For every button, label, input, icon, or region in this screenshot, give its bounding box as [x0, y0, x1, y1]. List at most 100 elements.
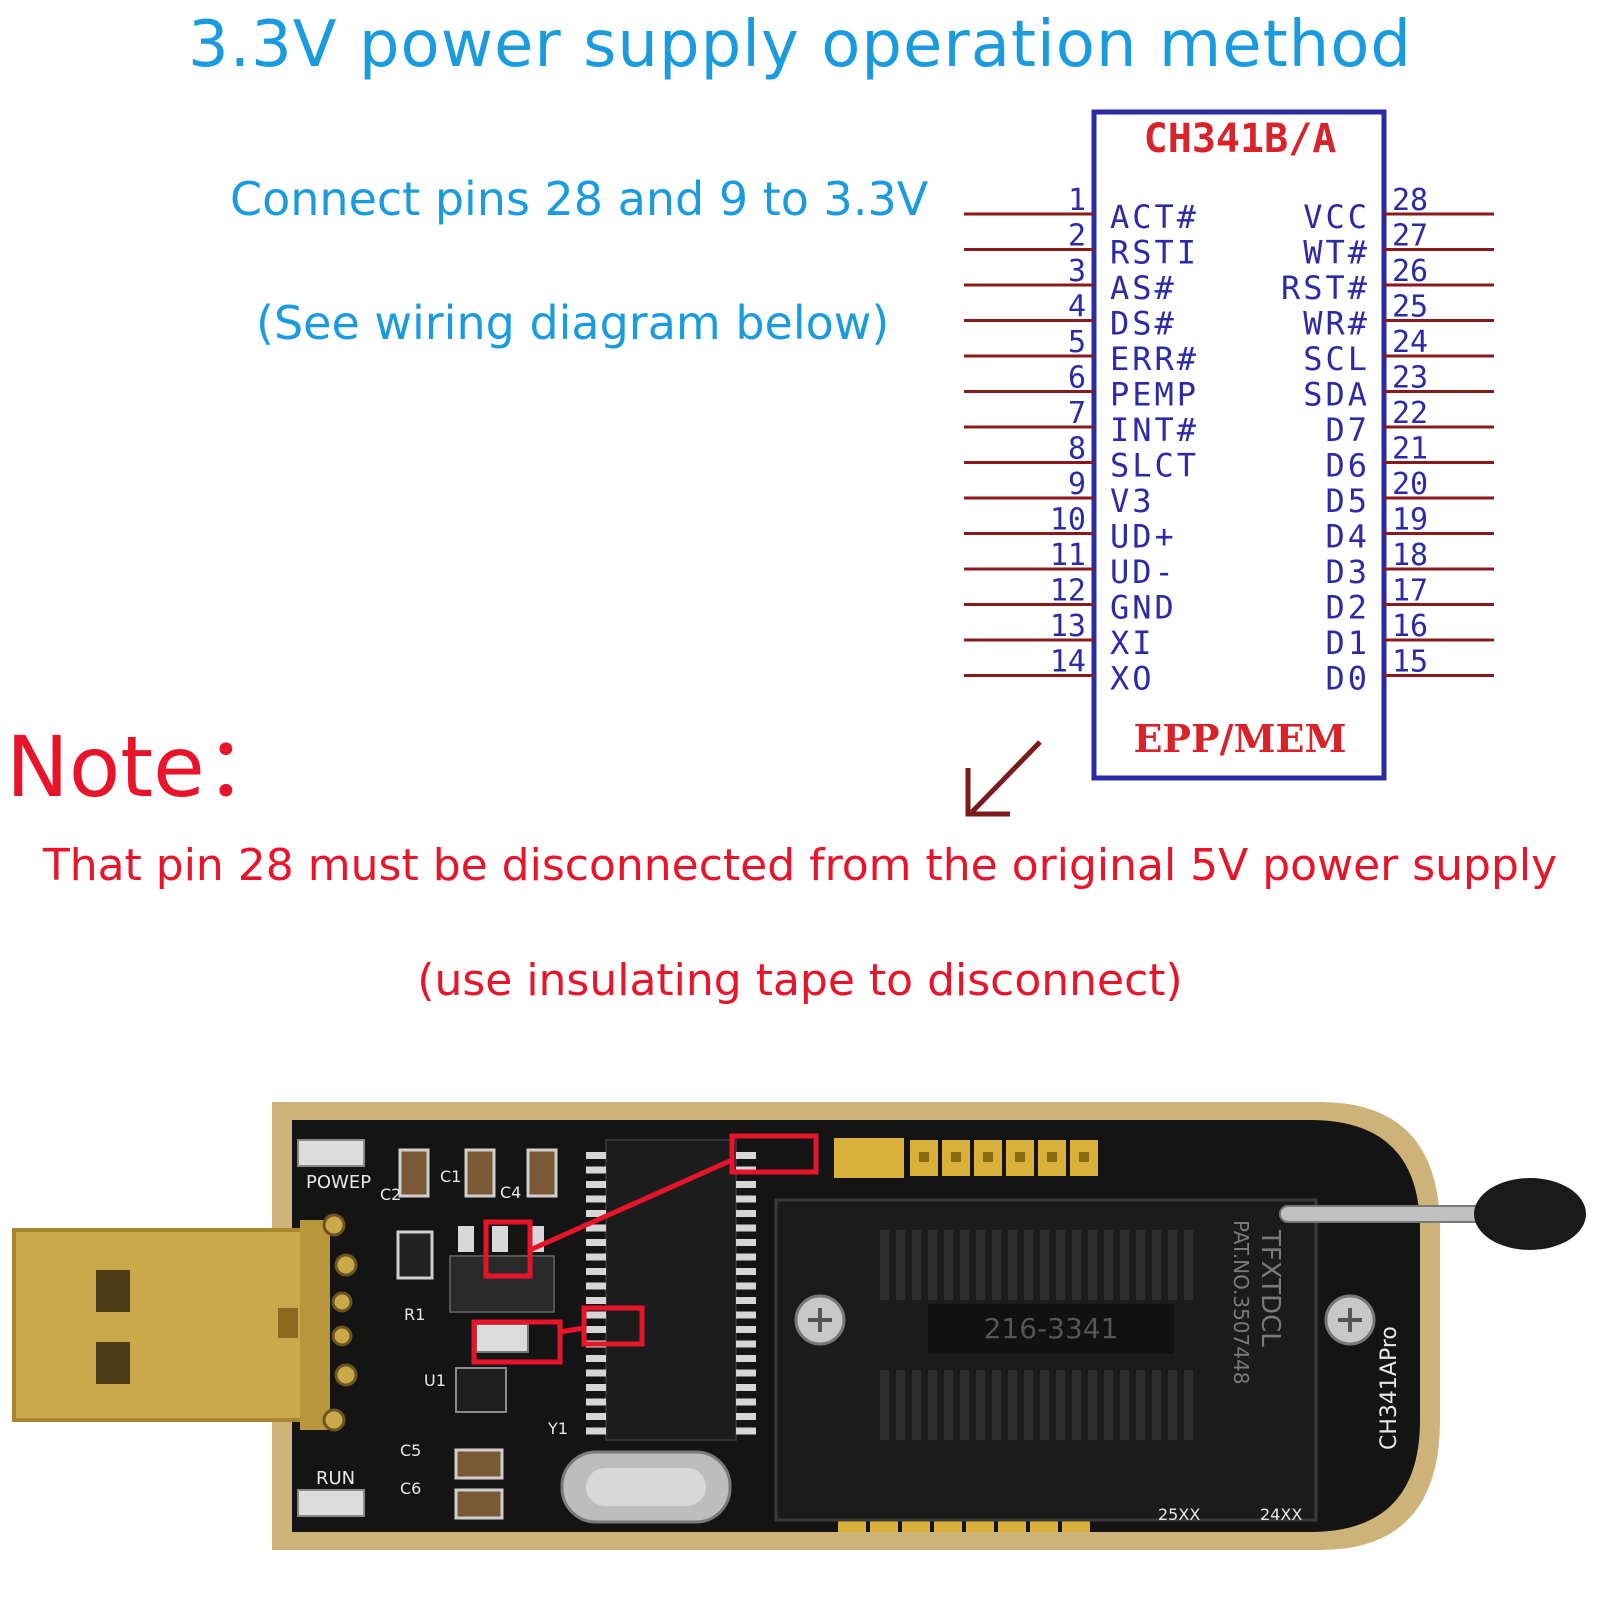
silk-power: POWEP — [306, 1172, 371, 1193]
chip-leg — [586, 1369, 606, 1377]
silk-c1: C1 — [440, 1167, 461, 1186]
header-pin-hole — [1047, 1152, 1057, 1162]
voltage-regulator — [449, 1255, 555, 1313]
silk-24xx: 24XX — [1260, 1505, 1302, 1524]
chip-leg — [736, 1195, 756, 1203]
left-pin-number-4: 4 — [1068, 290, 1086, 325]
left-pin-number-13: 13 — [1050, 609, 1086, 644]
resistor-r1 — [396, 1230, 434, 1280]
jumper — [834, 1138, 904, 1178]
right-pin-label-24: SCL — [1303, 340, 1370, 378]
run-led — [297, 1489, 365, 1517]
header-pin-hole — [951, 1152, 961, 1162]
note-subtext: (use insulating tape to disconnect) — [417, 955, 1183, 1006]
chip-leg — [586, 1413, 606, 1420]
arrow-down-left-icon — [965, 740, 1042, 817]
left-pin-label-1: ACT# — [1110, 198, 1199, 236]
zif-slot — [880, 1370, 889, 1440]
right-pin-number-19: 19 — [1392, 503, 1428, 538]
zif-slot — [1024, 1370, 1033, 1440]
chip-leg — [586, 1398, 606, 1406]
silk-brand: TFXTDCL — [1255, 1229, 1285, 1347]
header-pin-hole — [1015, 1152, 1025, 1162]
chip-leg — [586, 1355, 606, 1362]
silk-socket-number: 216-3341 — [984, 1312, 1119, 1345]
zif-slot — [960, 1370, 969, 1440]
chip-leg — [586, 1253, 606, 1261]
zif-slot — [928, 1370, 937, 1440]
left-pin-label-5: ERR# — [1110, 340, 1199, 378]
silk-patent: PAT.NO.3507448 — [1229, 1220, 1253, 1384]
chip-leg — [736, 1152, 756, 1159]
chip-leg — [736, 1224, 756, 1232]
left-pin-label-3: AS# — [1110, 269, 1177, 307]
chip-leg — [736, 1210, 756, 1217]
chip-leg — [586, 1152, 606, 1159]
silk-c6: C6 — [400, 1479, 421, 1498]
chip-leg — [586, 1282, 606, 1290]
left-pin-number-3: 3 — [1068, 254, 1086, 289]
zif-slot — [1024, 1230, 1033, 1300]
small-chip-u1 — [455, 1367, 507, 1413]
left-pin-label-7: INT# — [1110, 411, 1199, 449]
left-pin-number-5: 5 — [1068, 325, 1086, 360]
zif-slot — [1072, 1230, 1081, 1300]
left-pin-number-11: 11 — [1050, 538, 1086, 573]
zif-slot — [912, 1230, 921, 1300]
usb-connector — [12, 1220, 330, 1430]
left-pin-number-7: 7 — [1068, 396, 1086, 431]
right-pin-label-21: D6 — [1325, 447, 1370, 485]
chip-mode: EPP/MEM — [1133, 716, 1346, 761]
left-pin-label-11: UD- — [1110, 553, 1177, 591]
chip-leg — [736, 1297, 756, 1304]
right-pin-label-28: VCC — [1303, 198, 1370, 236]
zif-slot — [1184, 1230, 1193, 1300]
capacitors — [398, 1148, 558, 1520]
zif-slot — [1136, 1370, 1145, 1440]
right-pin-number-23: 23 — [1392, 361, 1428, 396]
chip-leg — [586, 1195, 606, 1203]
chip-leg — [736, 1355, 756, 1362]
zif-slot — [1184, 1370, 1193, 1440]
socket-label-bg — [928, 1304, 1174, 1354]
zif-slot — [944, 1230, 953, 1300]
chip-leg — [586, 1268, 606, 1275]
right-pin-number-15: 15 — [1392, 645, 1428, 680]
left-pin-label-9: V3 — [1110, 482, 1155, 520]
right-pin-number-20: 20 — [1392, 467, 1428, 502]
zif-slot — [1008, 1370, 1017, 1440]
usb-pads — [322, 1213, 358, 1432]
zif-slot — [896, 1230, 905, 1300]
right-pin-number-26: 26 — [1392, 254, 1428, 289]
zif-slot — [1088, 1370, 1097, 1440]
chip-leg — [736, 1181, 756, 1188]
left-pin-label-12: GND — [1110, 589, 1177, 627]
header-pin-hole — [983, 1152, 993, 1162]
chip-leg — [736, 1326, 756, 1333]
chip-leg — [736, 1311, 756, 1319]
zif-slot — [1008, 1230, 1017, 1300]
instruction-see-diagram: (See wiring diagram below) — [256, 296, 890, 350]
zif-slot — [1104, 1370, 1113, 1440]
silk-y1: Y1 — [547, 1419, 568, 1438]
left-pin-label-13: XI — [1110, 624, 1155, 662]
ch341-chip — [605, 1139, 737, 1441]
zif-slot — [1152, 1370, 1161, 1440]
chip-leg — [586, 1311, 606, 1319]
zif-slot — [1040, 1230, 1049, 1300]
highlight-markers — [471, 1133, 819, 1365]
chip-leg — [586, 1210, 606, 1217]
note-label: Note： — [6, 718, 289, 816]
right-pin-label-15: D0 — [1325, 660, 1370, 698]
silk-run: RUN — [316, 1468, 355, 1489]
left-pin-number-1: 1 — [1068, 183, 1086, 218]
silk-c2: C2 — [380, 1185, 401, 1204]
zif-slot — [928, 1230, 937, 1300]
right-pin-label-23: SDA — [1303, 376, 1370, 414]
zif-slot — [992, 1370, 1001, 1440]
chip-leg — [736, 1239, 756, 1246]
power-led — [297, 1139, 365, 1167]
right-pin-label-18: D3 — [1325, 553, 1370, 591]
